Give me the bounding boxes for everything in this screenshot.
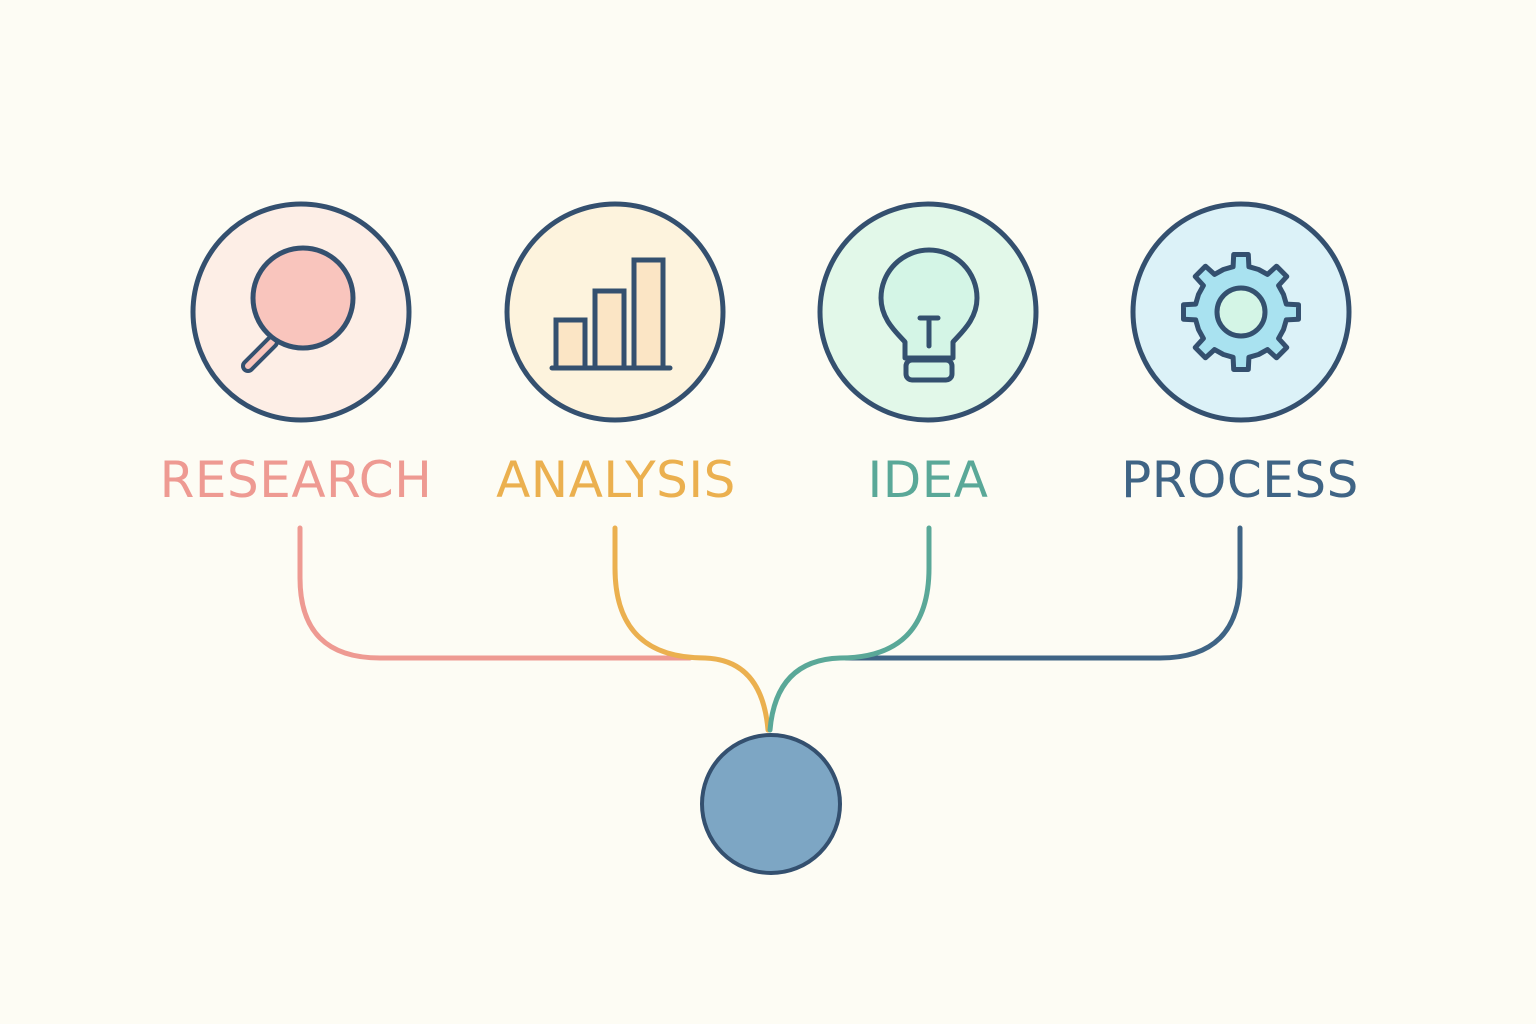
gear-icon [1181, 252, 1301, 372]
gear-hole [1214, 285, 1268, 339]
connector-idea [767, 525, 932, 733]
lightbulb-icon [878, 247, 980, 383]
connector-process [843, 525, 1243, 661]
research-label: RESEARCH [159, 451, 433, 509]
idea-label: IDEA [867, 451, 989, 509]
magnifying-glass-icon [241, 245, 356, 373]
bar-chart-icon [549, 257, 673, 371]
hub-node [700, 733, 842, 875]
process-label: PROCESS [1121, 451, 1359, 509]
connector-research [297, 525, 693, 661]
analysis-label: ANALYSIS [496, 451, 736, 509]
connector-analysis [612, 525, 771, 733]
